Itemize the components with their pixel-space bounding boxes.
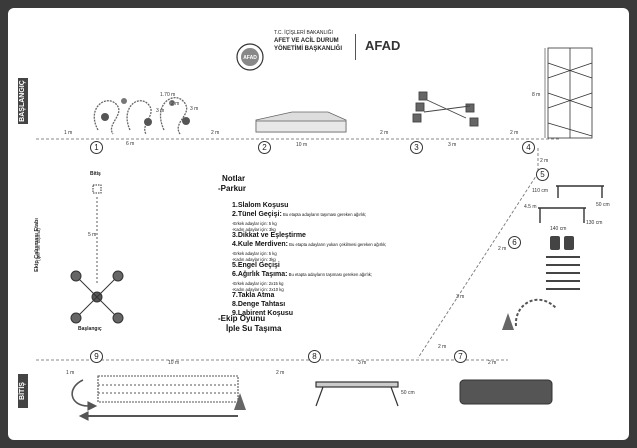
- note-sub: -Erkek adaylar için: 2x15 kg: [232, 281, 284, 286]
- note-item-1: 2.Tünel Geçişi: Bu etapta adayların taşı…: [232, 203, 366, 221]
- svg-text:AFAD: AFAD: [243, 55, 257, 61]
- station-marker-4: 4: [522, 141, 535, 154]
- note-item-5: 4.Kule Merdiven: Bu etapta adayların yuk…: [232, 233, 386, 251]
- dist-s7-a: 2 m: [438, 344, 447, 350]
- note-item-9: 6.Ağırlık Taşıma: Bu etapta adayların ta…: [232, 263, 372, 281]
- note-item-11: -Kadın adaylar için: 2x10 kg: [232, 278, 284, 296]
- note-desc: Bu etapta adayların yukarı çekilmesi ger…: [288, 242, 387, 247]
- balance-beam: [315, 381, 399, 407]
- course-diagram: [36, 47, 604, 421]
- note-sub: -Kadın adaylar için: 2x10 kg: [232, 287, 284, 292]
- matching-station: [412, 91, 479, 127]
- team-finish-label: Bitiş: [90, 171, 101, 177]
- ministry-line1: T.C. İÇİŞLERİ BAKANLIĞI: [274, 30, 333, 36]
- note-label: 7.Takla Atma: [232, 292, 275, 299]
- note-item-12: 7.Takla Atma: [232, 284, 274, 302]
- note-item-0: 1.Slalom Koşusu: [232, 194, 288, 212]
- note-item-13: 8.Denge Tahtası: [232, 293, 285, 311]
- station-marker-6: 6: [508, 236, 521, 249]
- note-desc: Bu etapta adayların taşıması gereken ağı…: [281, 212, 367, 217]
- note-item-6: -Erkek adaylar için: 5 kg: [232, 242, 277, 260]
- team-start-label: Başlangıç: [78, 326, 102, 332]
- dist-bottom-start: 1 m: [66, 370, 75, 376]
- note-item-14: 9.Labirent Koşusu: [232, 302, 293, 320]
- dist-tunnel-d: 3 m: [190, 106, 199, 112]
- dist-tunnel-b: 2 m: [171, 101, 180, 107]
- tunnel: [255, 111, 347, 133]
- slalom-course: [93, 97, 190, 135]
- dist-s8-s7: 3 m: [358, 360, 367, 366]
- dist-s1-s2: 2 m: [211, 130, 220, 136]
- dist-s9-length: 10 m: [168, 360, 180, 366]
- dist-s2-length: 10 m: [296, 142, 308, 148]
- team-subtitle: (İple Su Taşıma): [35, 228, 41, 261]
- dist-s3-s4: 2 m: [510, 130, 519, 136]
- station-marker-8: 8: [308, 350, 321, 363]
- station-marker-2: 2: [258, 141, 271, 154]
- note-label: 3.Dikkat ve Eşleştirme: [232, 232, 306, 239]
- station-marker-3: 3: [410, 141, 423, 154]
- dist-s3-length: 3 m: [448, 142, 457, 148]
- ladder-tower: [544, 47, 593, 139]
- notes-heading: Notlar: [222, 174, 246, 183]
- dist-tunnel-a: 1.70 m: [160, 92, 176, 98]
- note-item-3: -Kadın adaylar için: 3kg: [232, 218, 276, 236]
- note-label: 1.Slalom Koşusu: [232, 202, 289, 209]
- dist-tunnel-c: 3 m: [156, 108, 165, 114]
- dist-hurdle-width: 140 cm: [550, 226, 567, 232]
- weight-carry: [502, 236, 580, 330]
- note-sub: -Kadın adaylar için: 3kg: [232, 257, 276, 262]
- note-label: 6.Ağırlık Taşıma:: [232, 271, 288, 278]
- note-label: 5.Engel Geçişi: [232, 262, 280, 269]
- dist-s9-s8: 2 m: [276, 370, 285, 376]
- note-item-8: 5.Engel Geçişi: [232, 254, 280, 272]
- note-item-2: -Erkek adaylar için: 5 kg: [232, 212, 277, 230]
- note-item-7: -Kadın adaylar için: 3kg: [232, 248, 276, 266]
- header-divider: [355, 34, 356, 60]
- dist-s7-b: 2 m: [488, 360, 497, 366]
- note-sub: -Kadın adaylar için: 3kg: [232, 227, 276, 232]
- dist-s2-s3: 2 m: [380, 130, 389, 136]
- note-label: 2.Tünel Geçişi:: [232, 211, 282, 218]
- station-marker-9: 9: [90, 350, 103, 363]
- dist-diagonal: 3 m: [456, 294, 465, 300]
- notes-team-sub: İple Su Taşıma: [226, 324, 282, 333]
- note-sub: -Erkek adaylar için: 5 kg: [232, 251, 277, 256]
- afad-brand: AFAD: [365, 38, 401, 53]
- station-marker-1: 1: [90, 141, 103, 154]
- note-label: 4.Kule Merdiven:: [232, 241, 289, 248]
- labyrinth: [71, 375, 246, 421]
- note-sub: -Erkek adaylar için: 5 kg: [232, 221, 277, 226]
- team-exercise: [70, 184, 124, 324]
- note-label: 9.Labirent Koşusu: [232, 310, 294, 317]
- station-marker-7: 7: [454, 350, 467, 363]
- dist-s5-gap: 4.5 m: [524, 204, 537, 210]
- ministry-line3: YÖNETİMİ BAŞKANLIĞI: [274, 46, 343, 52]
- dist-hurdle-h3: 130 cm: [586, 220, 603, 226]
- note-item-4: 3.Dikkat ve Eşleştirme: [232, 224, 306, 242]
- hurdles: [538, 185, 604, 223]
- dist-hurdle-h2: 50 cm: [596, 202, 610, 208]
- note-desc: Bu etapta adayların taşıması gereken ağı…: [287, 272, 373, 277]
- notes-section: -Parkur: [218, 184, 247, 193]
- dist-hurdle-h1: 110 cm: [532, 188, 549, 194]
- note-label: 8.Denge Tahtası: [232, 301, 286, 308]
- notes-team: -Ekip Oyunu: [218, 314, 266, 323]
- ministry-line2: AFET VE ACİL DURUM: [274, 38, 339, 44]
- dist-s5-s6: 2 m: [498, 246, 507, 252]
- ministry-seal-icon: AFAD: [236, 43, 264, 71]
- team-distance: 5 m: [88, 232, 97, 238]
- dist-beam-height: 50 cm: [401, 390, 415, 396]
- tumbling-mat: [459, 379, 553, 405]
- dist-ladder: 8 m: [532, 92, 541, 98]
- course-sheet: AFAD T.C. İÇİŞLERİ BAKANLIĞI AFET VE ACİ…: [8, 8, 629, 440]
- dist-s1-length: 6 m: [126, 141, 135, 147]
- station-marker-5: 5: [536, 168, 549, 181]
- dist-top-start: 1 m: [64, 130, 73, 136]
- dist-s4-s5: 2 m: [540, 158, 549, 164]
- note-item-10: -Erkek adaylar için: 2x15 kg: [232, 272, 283, 290]
